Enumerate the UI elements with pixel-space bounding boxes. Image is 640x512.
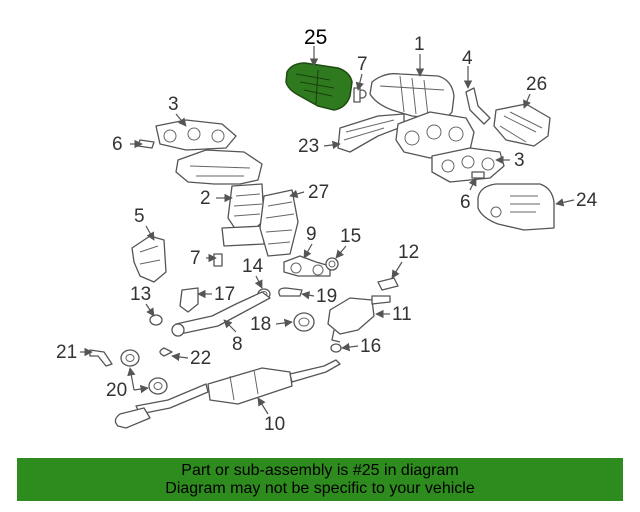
part-3-gasket-left[interactable] (155, 119, 237, 151)
callout-4: 4 (462, 48, 473, 69)
part-20-hanger-upper[interactable] (120, 349, 140, 367)
callout-12: 12 (398, 242, 419, 263)
callout-6-right: 6 (460, 192, 471, 213)
part-11-center-pipe-muffler[interactable] (327, 295, 391, 343)
part-15-gasket[interactable] (325, 257, 339, 271)
part-7-stud-bolt-top[interactable] (353, 87, 361, 103)
callout-2: 2 (200, 188, 211, 209)
callout-16: 16 (360, 336, 381, 357)
callout-13: 13 (130, 284, 151, 305)
callout-25: 25 (304, 26, 327, 49)
callout-3-right: 3 (514, 150, 525, 171)
callout-21: 21 (56, 342, 77, 363)
callout-23: 23 (298, 136, 319, 157)
part-19-clamp[interactable] (278, 287, 303, 297)
callout-6-left: 6 (112, 134, 123, 155)
part-23-heat-insulator[interactable] (337, 113, 405, 153)
callout-7-left: 7 (190, 248, 201, 269)
notice-line-1: Part or sub-assembly is #25 in diagram (181, 461, 459, 479)
callout-3-left: 3 (168, 94, 179, 115)
callout-9: 9 (306, 224, 317, 245)
callout-27: 27 (308, 182, 329, 203)
callout-10: 10 (264, 414, 285, 435)
part-9-pipe-joint[interactable] (283, 255, 331, 277)
part-3-gasket-right-lower[interactable] (431, 147, 505, 183)
part-7-bolt-left[interactable] (213, 253, 223, 267)
left-exhaust-manifold (175, 149, 263, 185)
part-21-bolt[interactable] (89, 349, 113, 367)
callout-22: 22 (190, 348, 211, 369)
callout-20: 20 (106, 380, 127, 401)
part-26-heat-shield[interactable] (493, 103, 551, 147)
callout-17: 17 (214, 284, 235, 305)
part-20-hanger-lower[interactable] (148, 377, 168, 395)
leader-lines (80, 46, 575, 415)
part-18-hanger[interactable] (293, 312, 315, 332)
part-17-bracket[interactable] (179, 287, 199, 313)
part-12-connector[interactable] (377, 277, 399, 291)
callout-8: 8 (232, 334, 243, 355)
callout-11: 11 (392, 304, 412, 325)
callout-15: 15 (340, 226, 361, 247)
callout-26: 26 (526, 74, 547, 95)
callout-14: 14 (242, 256, 264, 277)
callout-5: 5 (134, 206, 145, 227)
part-25-heat-shield[interactable] (285, 62, 353, 111)
part-5-insulator[interactable] (131, 235, 167, 283)
part-1-manifold-converter[interactable] (357, 73, 455, 120)
callout-numbers: 25 1 7 4 26 23 3 6 3 6 24 2 27 5 7 9 15 … (56, 26, 598, 435)
part-4-bracket[interactable] (465, 87, 491, 125)
callout-1: 1 (414, 34, 425, 55)
part-27-heat-shield[interactable] (259, 189, 299, 257)
callout-18: 18 (250, 314, 271, 335)
part-6-stud-right[interactable] (471, 171, 485, 179)
notice-banner: Part or sub-assembly is #25 in diagram D… (17, 458, 623, 501)
part-2-converter[interactable] (221, 183, 265, 247)
part-22-clamp[interactable] (159, 347, 173, 357)
notice-line-2: Diagram may not be specific to your vehi… (165, 479, 475, 497)
callout-24: 24 (576, 190, 598, 211)
part-13-nut[interactable] (149, 314, 163, 326)
part-8-front-pipe[interactable] (171, 291, 271, 337)
callout-19: 19 (316, 286, 337, 307)
part-24-converter-shield[interactable] (477, 183, 555, 231)
part-10-main-muffler[interactable] (114, 359, 341, 429)
callout-7-top: 7 (357, 54, 368, 75)
part-16-gasket[interactable] (330, 343, 342, 353)
